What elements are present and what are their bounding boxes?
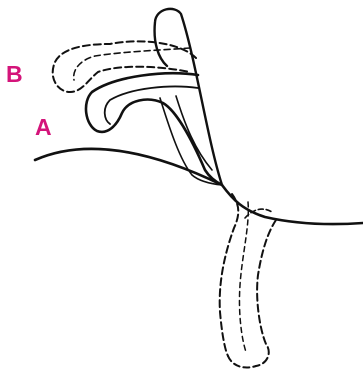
- lower-tube-tip: [228, 356, 256, 368]
- lower-tube-left: [220, 194, 239, 356]
- outer-sheath: [155, 9, 222, 185]
- lower-tube-center: [239, 202, 248, 352]
- hook-b-inner: [74, 48, 190, 80]
- hook-a: [86, 73, 222, 185]
- label-b: B: [6, 63, 23, 86]
- label-a: A: [35, 116, 52, 139]
- body-outline: [35, 149, 363, 224]
- lower-tube-right: [256, 220, 276, 366]
